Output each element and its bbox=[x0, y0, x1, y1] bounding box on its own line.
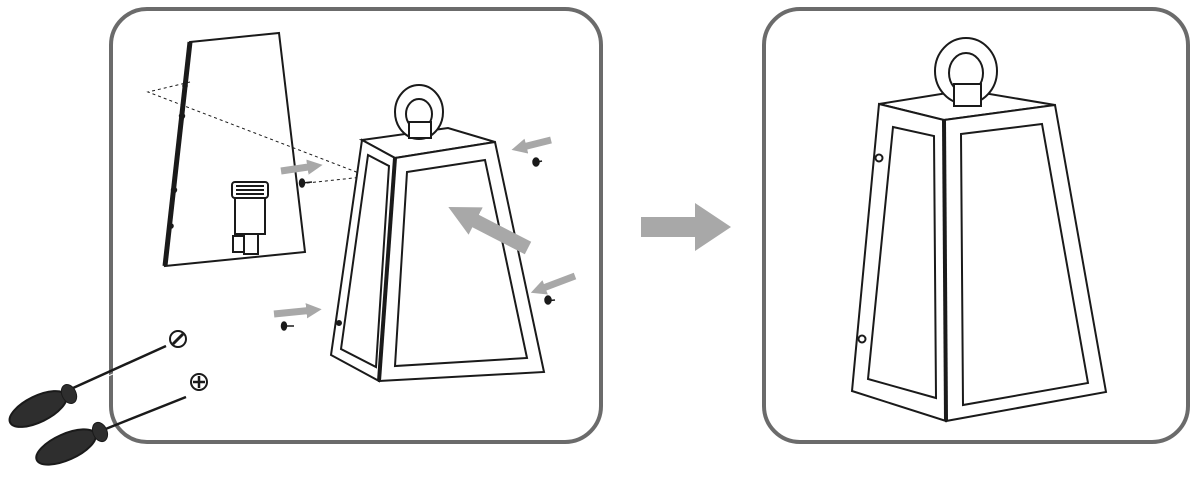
flat-head-screw-icon bbox=[169, 330, 187, 348]
screw-bottom-right bbox=[544, 295, 556, 305]
lantern-body bbox=[329, 126, 546, 383]
screw-top-right bbox=[532, 157, 543, 167]
flat-screwdriver bbox=[8, 344, 167, 428]
back-plate bbox=[162, 31, 307, 268]
assembled-hanging-ring bbox=[934, 37, 998, 107]
insert-arrows bbox=[273, 136, 577, 319]
screws bbox=[280, 157, 556, 331]
hanging-ring bbox=[394, 84, 444, 140]
phillips-head-screw-icon bbox=[190, 373, 208, 391]
assembled-lantern bbox=[850, 88, 1108, 423]
screw-back-top bbox=[298, 178, 313, 188]
lamp-socket bbox=[231, 181, 269, 255]
screw-bottom-left bbox=[280, 321, 294, 331]
phillips-screwdriver bbox=[35, 395, 187, 466]
next-step-arrow-icon bbox=[641, 203, 731, 251]
